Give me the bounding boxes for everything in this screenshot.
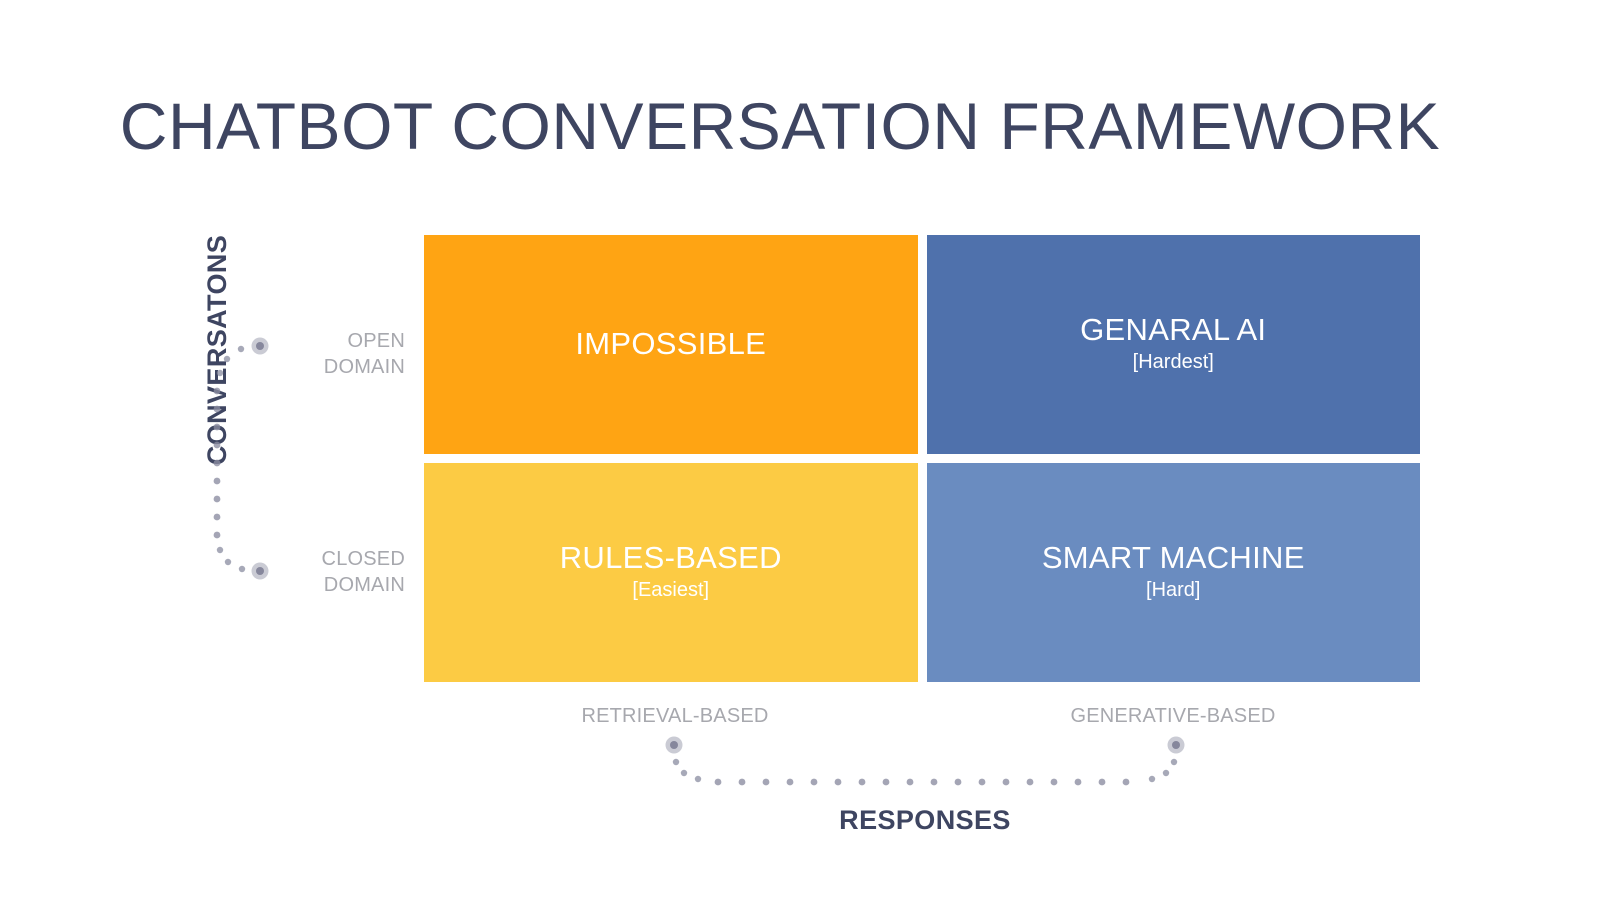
x-axis-tick-generative-based: GENERATIVE-BASED bbox=[1070, 705, 1276, 727]
y-axis-tick-closed-domain: CLOSED DOMAIN bbox=[275, 546, 405, 598]
y-tick-closed-line2: DOMAIN bbox=[323, 574, 405, 596]
quadrant-cell-closed-retrieval[interactable]: RULES-BASED [Easiest] bbox=[424, 463, 918, 682]
page-title: CHATBOT CONVERSATION FRAMEWORK bbox=[119, 89, 1441, 163]
quadrant-subtitle-hard: [Hard] bbox=[1146, 579, 1201, 602]
x-axis-dotted-brace-icon bbox=[660, 735, 1190, 791]
quadrant-title-impossible: IMPOSSIBLE bbox=[575, 326, 767, 362]
quadrant-subtitle-hardest: [Hardest] bbox=[1132, 351, 1214, 374]
y-tick-closed-line1: CLOSED bbox=[321, 548, 405, 570]
quadrant-matrix: IMPOSSIBLE GENARAL AI [Hardest] RULES-BA… bbox=[424, 235, 1420, 682]
quadrant-title-rules-based: RULES-BASED bbox=[559, 539, 782, 575]
quadrant-cell-open-generative[interactable]: GENARAL AI [Hardest] bbox=[926, 235, 1420, 454]
quadrant-cell-closed-generative[interactable]: SMART MACHINE [Hard] bbox=[926, 463, 1420, 682]
y-axis-dotted-brace-icon bbox=[200, 332, 272, 580]
quadrant-cell-open-retrieval[interactable]: IMPOSSIBLE bbox=[424, 235, 918, 454]
x-axis-title: RESPONSES bbox=[839, 805, 1011, 835]
quadrant-title-genaral-ai: GENARAL AI bbox=[1080, 311, 1267, 347]
x-axis-tick-retrieval-based: RETRIEVAL-BASED bbox=[581, 705, 769, 727]
y-axis-tick-open-domain: OPEN DOMAIN bbox=[275, 328, 405, 380]
y-tick-open-line2: DOMAIN bbox=[323, 356, 405, 378]
quadrant-subtitle-easiest: [Easiest] bbox=[632, 579, 710, 602]
quadrant-title-smart-machine: SMART MACHINE bbox=[1041, 539, 1305, 575]
y-tick-open-line1: OPEN bbox=[347, 330, 405, 352]
